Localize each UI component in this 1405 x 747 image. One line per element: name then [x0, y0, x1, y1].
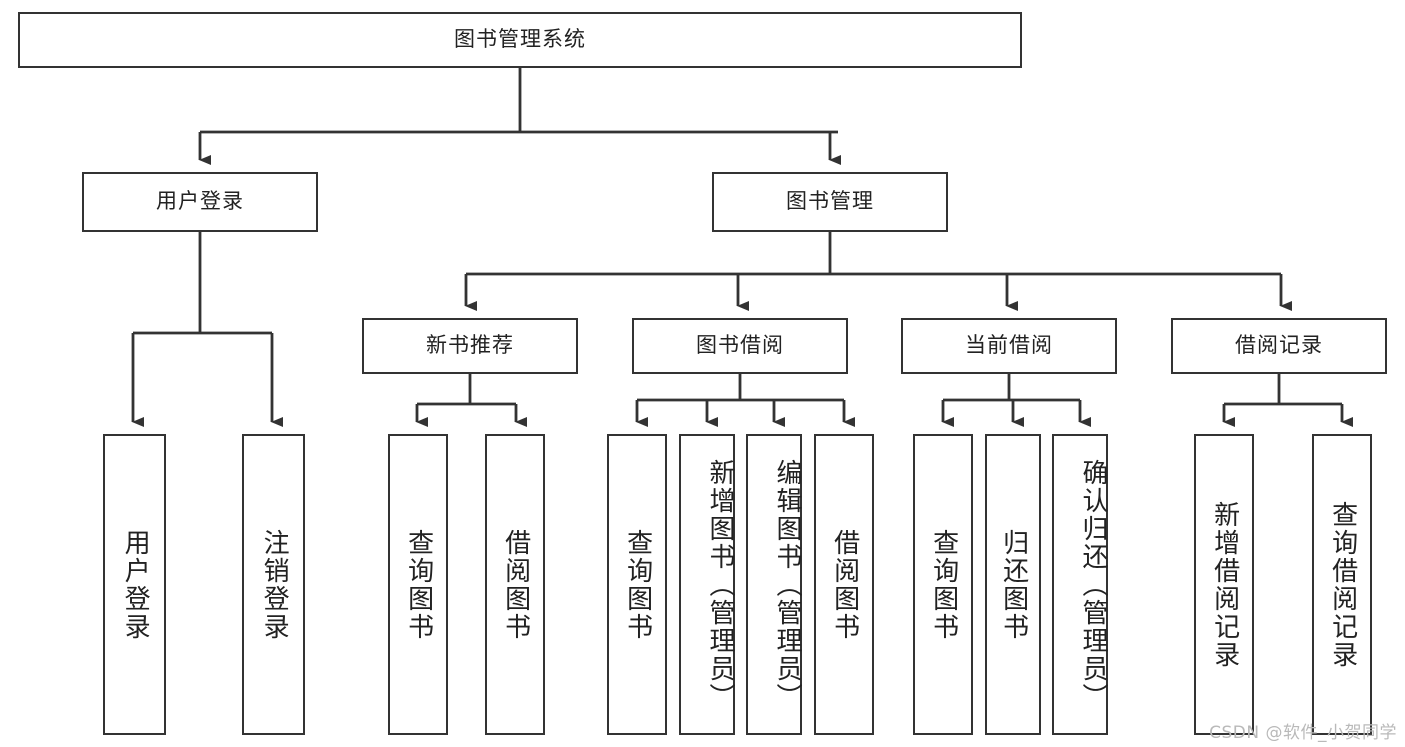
- node-leaf-query-book-borrow[interactable]: 查询图书: [607, 434, 667, 735]
- csdn-watermark: CSDN @软件_小贺同学: [1209, 723, 1397, 743]
- node-book-borrow[interactable]: 图书借阅: [632, 318, 848, 374]
- node-user-login-label: 用户登录: [156, 189, 244, 214]
- node-leaf-confirm-return[interactable]: 确认归还（管理员）: [1052, 434, 1108, 735]
- node-book-manage-label: 图书管理: [786, 189, 874, 214]
- node-leaf-user-logout-label: 注销登录: [259, 528, 290, 641]
- node-leaf-add-borrow-record[interactable]: 新增借阅记录: [1194, 434, 1254, 735]
- node-leaf-borrow-book[interactable]: 借阅图书: [814, 434, 874, 735]
- node-leaf-edit-book-label: 编辑图书（管理员）: [772, 458, 802, 711]
- node-leaf-return-book-label: 归还图书: [998, 528, 1029, 641]
- node-root-label: 图书管理系统: [454, 27, 586, 52]
- node-borrow-record[interactable]: 借阅记录: [1171, 318, 1387, 374]
- node-leaf-query-borrow-record-label: 查询借阅记录: [1327, 500, 1358, 669]
- node-leaf-query-book-borrow-label: 查询图书: [622, 528, 653, 641]
- node-leaf-user-login[interactable]: 用户登录: [103, 434, 166, 735]
- node-leaf-edit-book[interactable]: 编辑图书（管理员）: [746, 434, 802, 735]
- node-user-login[interactable]: 用户登录: [82, 172, 318, 232]
- node-new-book-rec-label: 新书推荐: [426, 333, 514, 358]
- node-leaf-query-borrow-record[interactable]: 查询借阅记录: [1312, 434, 1372, 735]
- node-leaf-confirm-return-label: 确认归还（管理员）: [1078, 458, 1108, 711]
- node-leaf-user-logout[interactable]: 注销登录: [242, 434, 305, 735]
- node-book-borrow-label: 图书借阅: [696, 333, 784, 358]
- node-leaf-query-book-cur[interactable]: 查询图书: [913, 434, 973, 735]
- node-current-borrow-label: 当前借阅: [965, 333, 1053, 358]
- node-leaf-add-borrow-record-label: 新增借阅记录: [1209, 500, 1240, 669]
- node-leaf-borrow-book-label: 借阅图书: [829, 528, 860, 641]
- node-current-borrow[interactable]: 当前借阅: [901, 318, 1117, 374]
- node-leaf-return-book[interactable]: 归还图书: [985, 434, 1041, 735]
- node-leaf-borrow-book-rec-label: 借阅图书: [500, 528, 531, 641]
- node-leaf-add-book-label: 新增图书（管理员）: [705, 458, 735, 711]
- node-borrow-record-label: 借阅记录: [1235, 333, 1323, 358]
- node-leaf-user-login-label: 用户登录: [120, 528, 151, 641]
- node-leaf-query-book-rec[interactable]: 查询图书: [388, 434, 448, 735]
- node-leaf-add-book[interactable]: 新增图书（管理员）: [679, 434, 735, 735]
- node-leaf-query-book-rec-label: 查询图书: [403, 528, 434, 641]
- node-leaf-query-book-cur-label: 查询图书: [928, 528, 959, 641]
- node-new-book-rec[interactable]: 新书推荐: [362, 318, 578, 374]
- node-book-manage[interactable]: 图书管理: [712, 172, 948, 232]
- node-root[interactable]: 图书管理系统: [18, 12, 1022, 68]
- node-leaf-borrow-book-rec[interactable]: 借阅图书: [485, 434, 545, 735]
